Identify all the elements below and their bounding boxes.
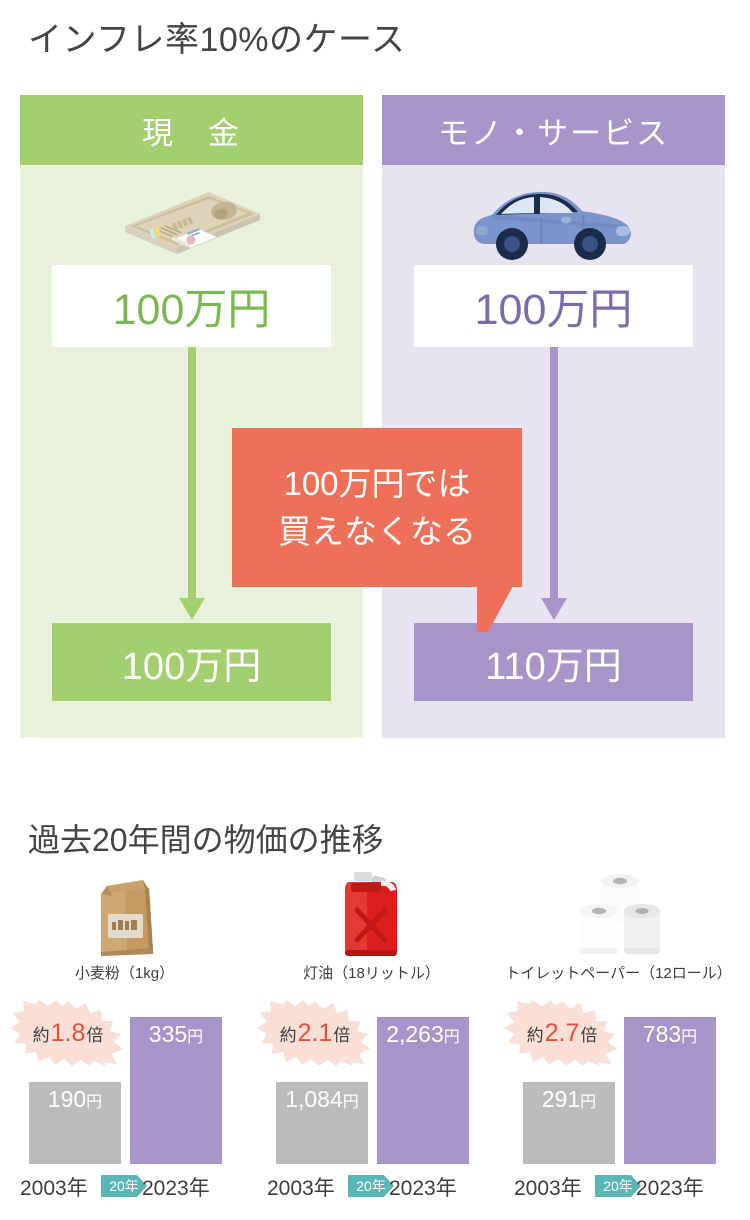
goods-after-value: 110万円: [414, 623, 693, 701]
goods-arrow-line: [549, 347, 558, 600]
comparison-area: 現 金: [0, 95, 750, 740]
section-title-price-trend: 過去20年間の物価の推移: [28, 822, 384, 858]
multiplier-prefix: 約: [32, 1025, 50, 1045]
multiplier-value: 2.7: [544, 1018, 580, 1047]
multiplier-prefix: 約: [279, 1025, 297, 1045]
bar-2023-flour: 335円: [130, 1017, 222, 1164]
goods-before-value: 100万円: [414, 265, 693, 347]
axis-year-2003-flour: 2003年: [20, 1177, 88, 1200]
bar-value-2003-toilet-paper: 291円: [541, 1086, 597, 1112]
goods-arrow-head: [540, 598, 567, 620]
bar-2023-kerosene: 2,263円: [377, 1017, 469, 1164]
axis-toilet-paper: 2003年 20年 2023年: [496, 1168, 741, 1202]
axis-year-2023-toilet-paper: 2023年: [636, 1177, 704, 1200]
callout-text: 100万円では 買えなくなる: [232, 428, 522, 587]
card-header-cash: 現 金: [20, 95, 363, 165]
bar-value-2003-kerosene: 1,084円: [285, 1086, 359, 1112]
card-header-goods: モノ・サービス: [382, 95, 725, 165]
callout-bubble: 100万円では 買えなくなる: [232, 428, 522, 587]
axis-year-2023-flour: 2023年: [142, 1177, 210, 1200]
car-icon: [382, 177, 725, 269]
multiplier-suffix: 倍: [333, 1025, 351, 1045]
money-stack-icon: [20, 177, 363, 269]
page-title: インフレ率10%のケース: [28, 21, 406, 59]
item-label-toilet-paper: トイレットペーパー（12ロール）: [505, 965, 732, 982]
multiplier-value: 2.1: [297, 1018, 333, 1047]
multiplier-suffix: 倍: [86, 1025, 104, 1045]
callout-line-1: 100万円では: [283, 464, 471, 502]
multiplier-suffix: 倍: [580, 1025, 598, 1045]
span-badge-kerosene: 20年: [348, 1175, 394, 1197]
item-label-kerosene: 灯油（18リットル）: [303, 965, 440, 982]
span-badge-toilet-paper: 20年: [595, 1175, 641, 1197]
callout-line-2: 買えなくなる: [278, 512, 476, 550]
flour-bag-icon: [2, 866, 247, 958]
multiplier-prefix: 約: [526, 1025, 544, 1045]
axis-year-2003-toilet-paper: 2003年: [514, 1177, 582, 1200]
bar-2023-toilet-paper: 783円: [624, 1017, 716, 1164]
item-label-flour: 小麦粉（1kg）: [74, 965, 175, 982]
bar-value-2023-flour: 335円: [148, 1021, 204, 1047]
bar-value-2023-kerosene: 2,263円: [386, 1021, 460, 1047]
axis-flour: 2003年 20年 2023年: [2, 1168, 247, 1202]
bar-2003-flour: 190円: [29, 1082, 121, 1164]
cash-arrow-head: [178, 598, 205, 620]
bar-2003-kerosene: 1,084円: [276, 1082, 368, 1164]
comparison-card-goods: モノ・サービス 100万円 110万円: [382, 95, 725, 738]
bar-2003-toilet-paper: 291円: [523, 1082, 615, 1164]
toilet-paper-icon: [496, 866, 741, 958]
kerosene-can-icon: [249, 866, 494, 958]
cash-arrow-line: [187, 347, 196, 600]
bar-value-2003-flour: 190円: [47, 1086, 103, 1112]
cash-after-value: 100万円: [52, 623, 331, 701]
axis-year-2003-kerosene: 2003年: [267, 1177, 335, 1200]
span-badge-flour: 20年: [101, 1175, 147, 1197]
multiplier-value: 1.8: [50, 1018, 86, 1047]
callout-tail: [477, 586, 513, 632]
comparison-card-cash: 現 金: [20, 95, 363, 738]
axis-year-2023-kerosene: 2023年: [389, 1177, 457, 1200]
bar-value-2023-toilet-paper: 783円: [642, 1021, 698, 1047]
axis-kerosene: 2003年 20年 2023年: [249, 1168, 494, 1202]
cash-before-value: 100万円: [52, 265, 331, 347]
